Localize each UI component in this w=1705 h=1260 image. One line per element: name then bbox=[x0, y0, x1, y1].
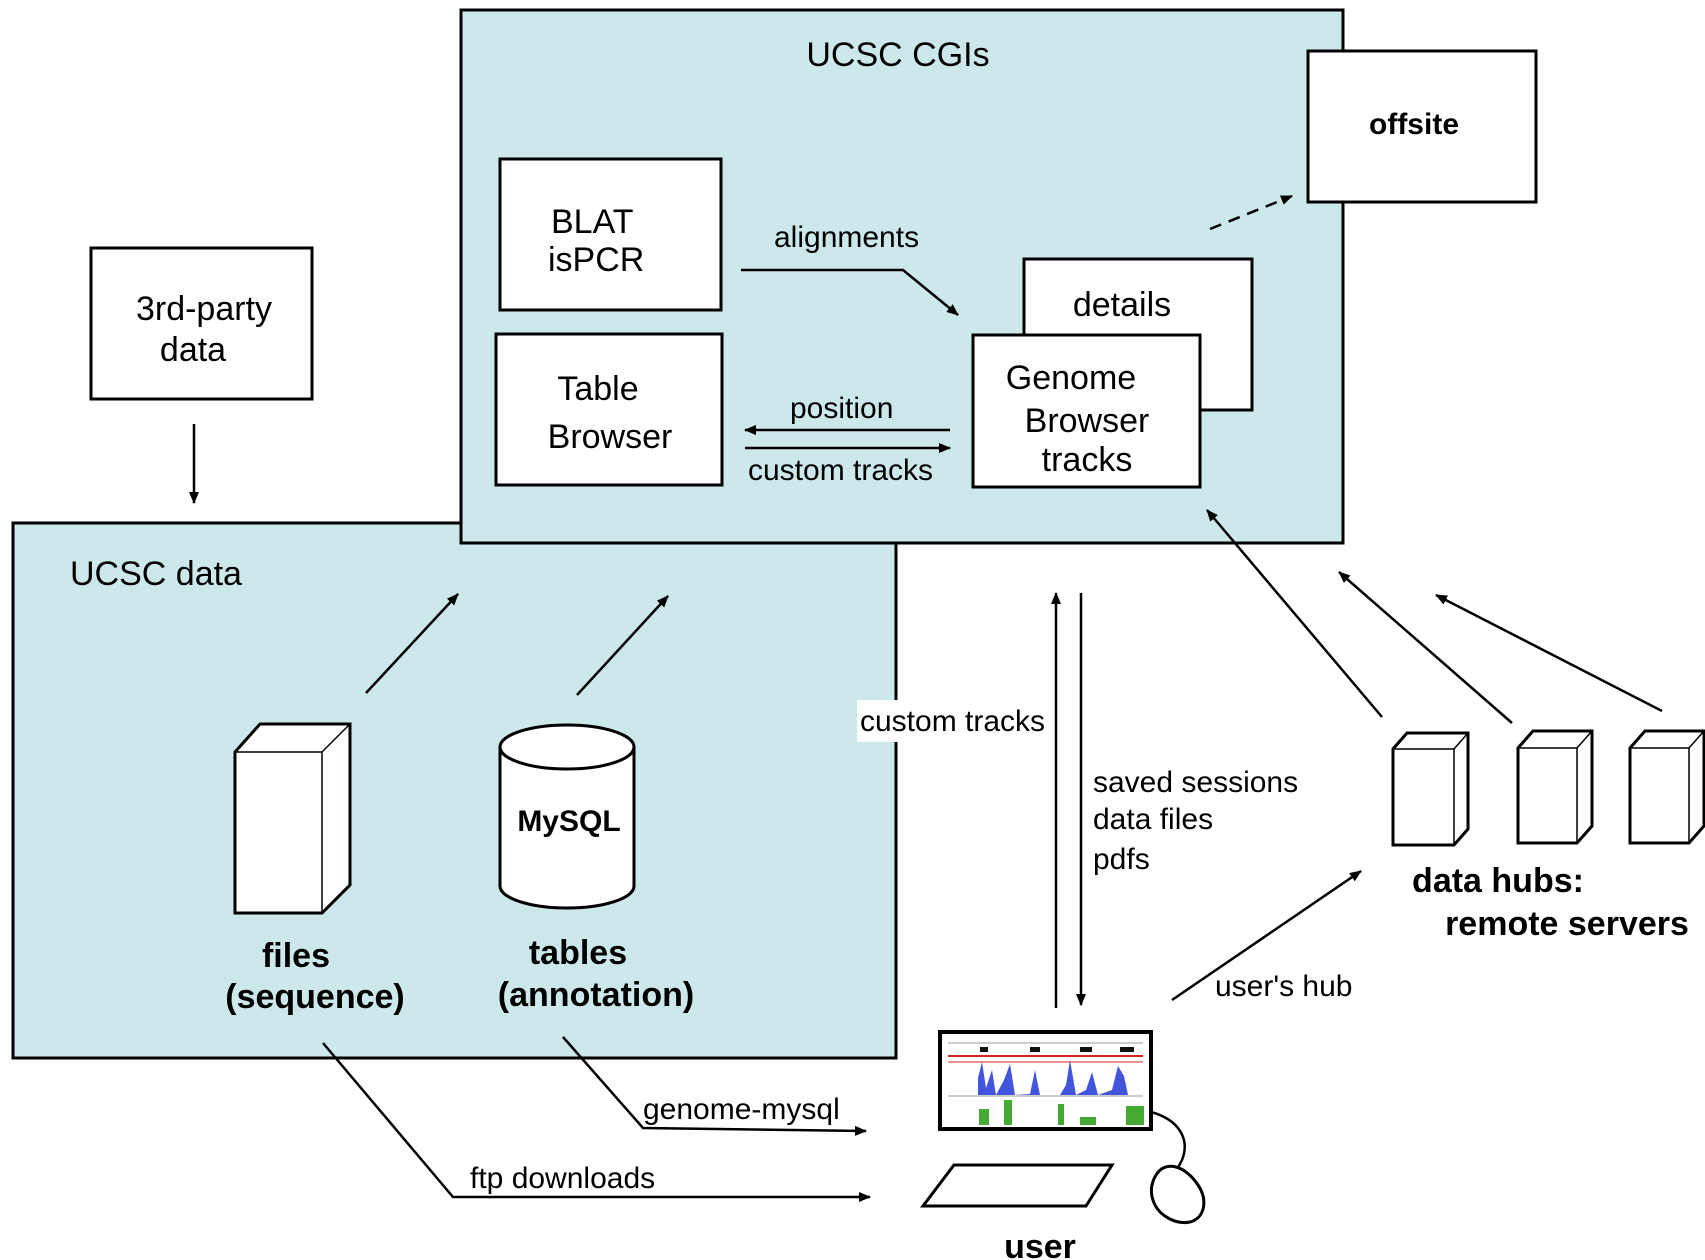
data-panel-title: UCSC data bbox=[70, 555, 242, 593]
cgis-panel-title: UCSC CGIs bbox=[806, 36, 989, 74]
user-label: user bbox=[1004, 1228, 1076, 1260]
genome-browser-tracks-box bbox=[971, 333, 1202, 489]
users-hub-arrow bbox=[1171, 869, 1362, 1002]
position-label: position bbox=[790, 392, 893, 425]
custom-tracks-user-label-bg bbox=[857, 700, 1050, 742]
table-browser-box bbox=[494, 332, 724, 487]
data-hubs-label-line1: data hubs: bbox=[1412, 862, 1584, 900]
alignments-label: alignments bbox=[774, 221, 919, 254]
table-browser-label-line1: Table bbox=[557, 370, 638, 408]
offsite-box bbox=[1306, 49, 1538, 204]
mouse-icon bbox=[1149, 1164, 1206, 1225]
genome-browser-label-line1: Genome bbox=[1006, 359, 1136, 397]
saved-sessions-label: saved sessions bbox=[1093, 766, 1298, 799]
hub-server-3-icon bbox=[1628, 729, 1705, 845]
blat-label: BLAT bbox=[551, 203, 634, 241]
keyboard-icon bbox=[919, 1163, 1115, 1208]
third-party-data-box bbox=[89, 246, 314, 401]
monitor-icon bbox=[938, 1030, 1153, 1131]
genome-mysql-arrow bbox=[562, 1036, 867, 1136]
hub3-to-cgis-arrow bbox=[1435, 593, 1663, 713]
user-computer-icon bbox=[919, 1030, 1206, 1225]
table-browser-label-line2: Browser bbox=[548, 418, 673, 456]
hub-server-1-icon bbox=[1391, 731, 1470, 847]
hub2-to-cgis-arrow bbox=[1338, 571, 1513, 724]
third-party-label-line2: data bbox=[160, 331, 226, 369]
third-party-label-line1: 3rd-party bbox=[136, 290, 272, 328]
files-to-cgis-arrow bbox=[365, 593, 459, 694]
ispcr-label: isPCR bbox=[548, 241, 644, 279]
ftp-downloads-arrow bbox=[322, 1042, 871, 1202]
data-hubs-label-line2: remote servers bbox=[1445, 905, 1689, 943]
genome-browser-label-line2: Browser bbox=[1025, 402, 1150, 440]
custom-tracks-panel-label: custom tracks bbox=[748, 454, 933, 487]
custom-tracks-user-label: custom tracks bbox=[860, 705, 1045, 738]
offsite-dashed-arrow bbox=[1209, 194, 1293, 231]
tables-to-cgis-arrow bbox=[576, 595, 669, 696]
pdfs-label: pdfs bbox=[1093, 843, 1150, 876]
alignments-arrow bbox=[741, 268, 959, 316]
details-label: details bbox=[1073, 286, 1171, 324]
genome-browser-label-line3: tracks bbox=[1042, 441, 1133, 479]
users-hub-label: user's hub bbox=[1215, 970, 1352, 1003]
offsite-label: offsite bbox=[1369, 108, 1459, 141]
files-storage-icon bbox=[233, 722, 352, 915]
ftp-downloads-label: ftp downloads bbox=[470, 1162, 655, 1195]
tables-label-line1: tables bbox=[529, 934, 627, 972]
ucsc-data-panel bbox=[11, 521, 898, 1060]
blat-ispcr-box bbox=[498, 157, 723, 312]
mysql-database-icon bbox=[498, 723, 636, 910]
genome-mysql-label: genome-mysql bbox=[643, 1093, 840, 1126]
mysql-label: MySQL bbox=[517, 805, 620, 838]
files-label-line2: (sequence) bbox=[225, 978, 405, 1016]
tables-label-line2: (annotation) bbox=[498, 976, 694, 1014]
files-label-line1: files bbox=[262, 937, 330, 975]
hub-server-2-icon bbox=[1516, 729, 1594, 845]
data-files-label: data files bbox=[1093, 803, 1213, 836]
hub1-to-cgis-arrow bbox=[1206, 509, 1383, 718]
